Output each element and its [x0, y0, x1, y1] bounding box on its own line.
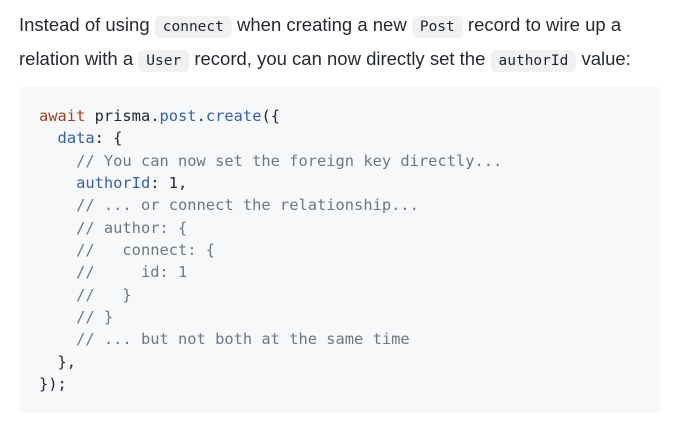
inline-code-user: User [138, 50, 190, 72]
code-line: // } [39, 306, 660, 328]
identifier-prisma: prisma [85, 107, 151, 125]
indent [39, 174, 76, 192]
indent [39, 308, 76, 326]
indent [39, 196, 76, 214]
code-line: // author: { [39, 217, 660, 239]
punctuation: : [150, 174, 169, 193]
code-line: await prisma.post.create({ [39, 105, 660, 127]
punctuation: , [178, 174, 188, 193]
number-literal: 1 [168, 174, 179, 193]
code-line: }, [39, 351, 660, 373]
punctuation: : { [94, 129, 123, 148]
indent [39, 152, 76, 170]
function-create: create [205, 107, 262, 125]
inline-code-post: Post [411, 16, 463, 38]
code-line: // connect: { [39, 239, 660, 261]
intro-text: value: [576, 48, 631, 69]
code-line: // id: 1 [39, 261, 660, 283]
property-authorid: authorId [76, 174, 151, 193]
property-data: data [57, 129, 95, 148]
indent [39, 330, 76, 348]
punctuation: . [150, 107, 160, 125]
property-post: post [159, 107, 197, 125]
punctuation: . [196, 107, 206, 125]
intro-text: record, you can now directly set the [189, 48, 491, 69]
code-line: data: { [39, 127, 660, 149]
intro-text: record to wire up a relation with a [19, 14, 622, 69]
punctuation: }, [39, 352, 77, 371]
code-comment: // } [76, 285, 132, 304]
code-comment: // id: 1 [76, 263, 188, 282]
indent [39, 241, 76, 259]
code-line: // ... or connect the relationship... [39, 194, 660, 216]
code-content: await prisma.post.create({ data: { // Yo… [39, 105, 660, 395]
indent [39, 219, 76, 237]
code-line: // } [39, 284, 660, 306]
code-comment: // } [76, 308, 114, 327]
intro-paragraph: Instead of using connect when creating a… [19, 9, 669, 77]
indent [39, 129, 58, 147]
code-line: authorId: 1, [39, 172, 660, 194]
code-comment: // connect: { [76, 241, 216, 260]
code-line: // You can now set the foreign key direc… [39, 150, 660, 172]
code-comment: // author: { [76, 218, 188, 237]
inline-code-connect: connect [154, 16, 232, 38]
code-comment: // You can now set the foreign key direc… [76, 151, 503, 170]
inline-code-authorid: authorId [490, 50, 577, 72]
keyword-await: await [39, 107, 86, 125]
code-block: await prisma.post.create({ data: { // Yo… [20, 86, 660, 413]
indent [39, 286, 76, 304]
code-comment: // ... but not both at the same time [76, 330, 410, 349]
code-line: }); [39, 373, 660, 395]
punctuation: }); [39, 375, 67, 394]
code-line: // ... but not both at the same time [39, 328, 660, 350]
indent [39, 263, 76, 281]
code-comment: // ... or connect the relationship... [76, 196, 419, 215]
intro-text: when creating a new [231, 14, 412, 35]
intro-text: Instead of using [19, 14, 155, 35]
punctuation: ({ [261, 107, 281, 125]
